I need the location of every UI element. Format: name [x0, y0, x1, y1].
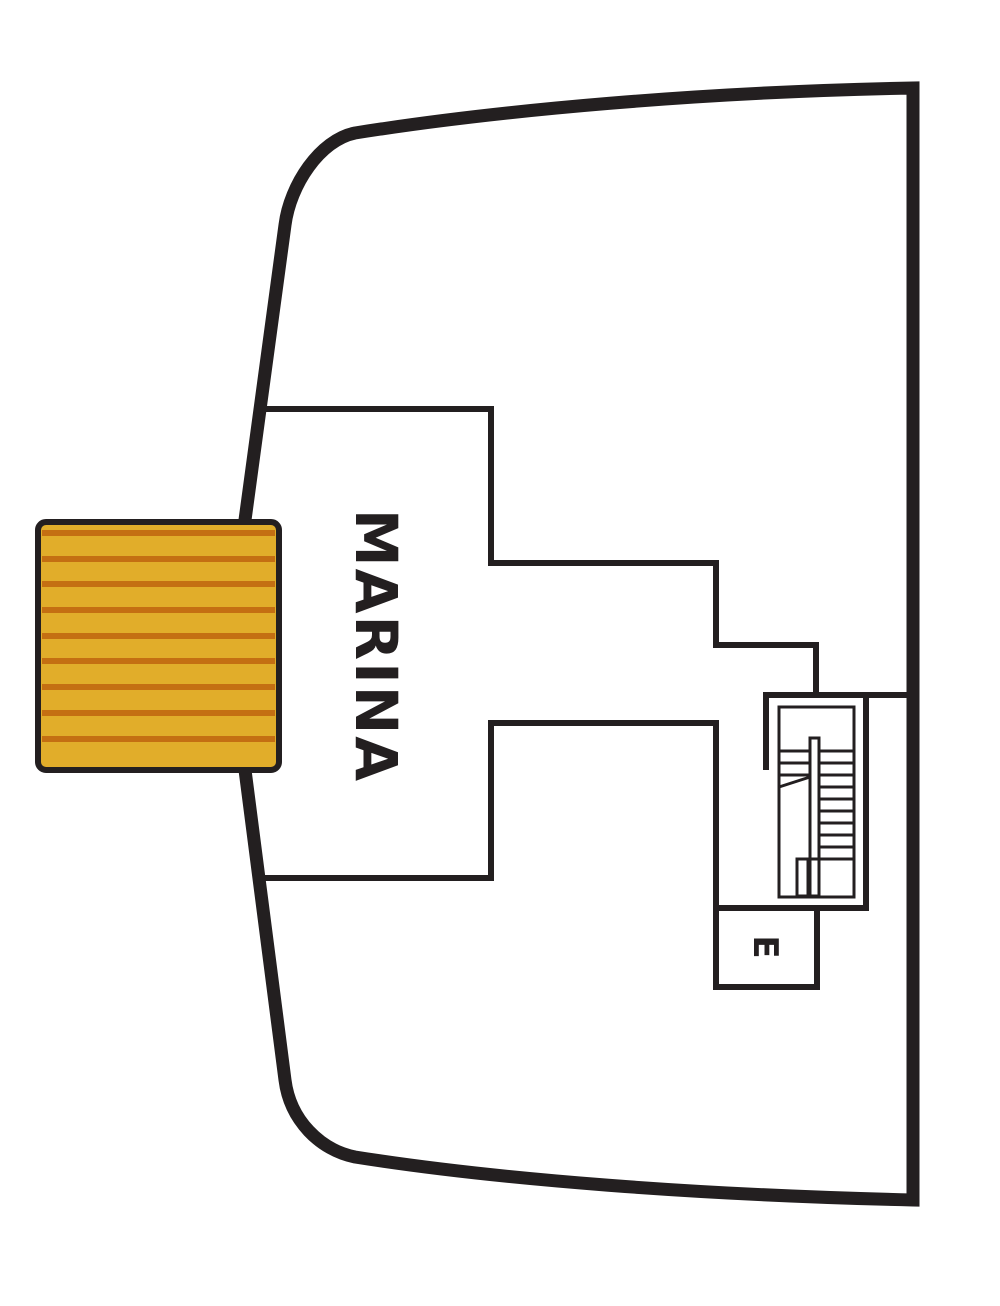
marina-label: MARINA	[342, 509, 410, 783]
elevator-area: E	[713, 905, 820, 990]
stair-enclosure-top-wall	[763, 692, 908, 770]
elevator-label: E	[745, 935, 785, 958]
marina-area-outline-lower	[262, 720, 719, 908]
marina-area-outline	[262, 406, 819, 693]
marina-platform	[35, 519, 282, 773]
